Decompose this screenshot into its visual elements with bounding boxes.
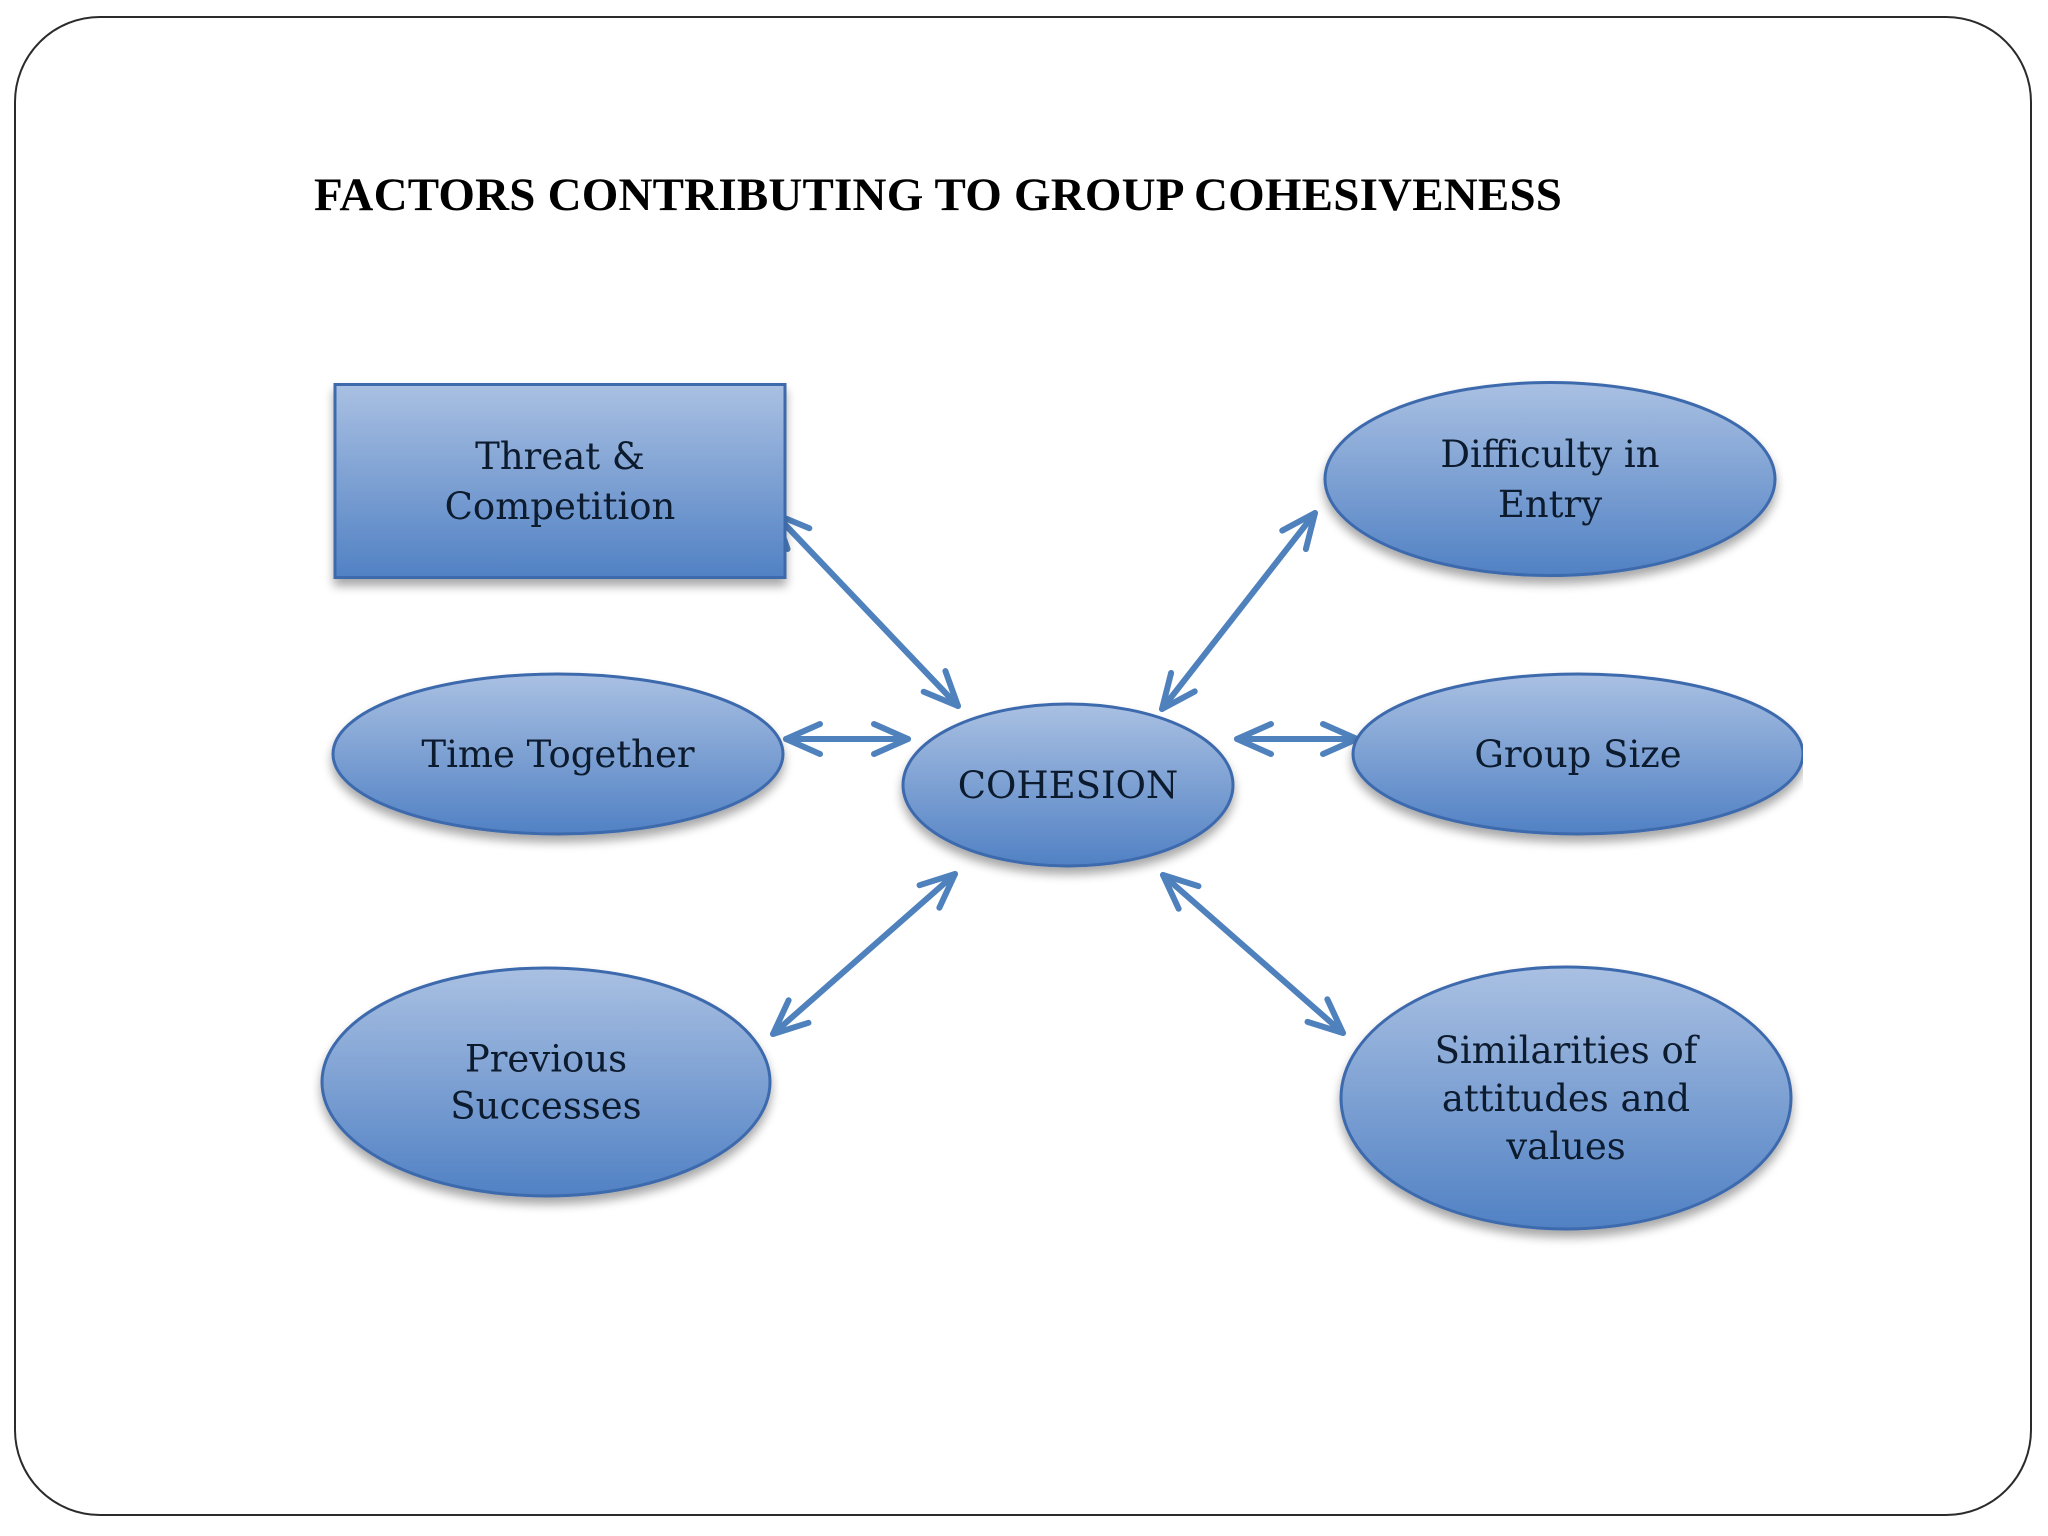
slide-title: FACTORS CONTRIBUTING TO GROUP COHESIVENE… <box>314 169 1563 221</box>
node-label-line: Previous <box>465 1038 627 1081</box>
arrowhead-end <box>871 721 911 757</box>
connector-layer <box>770 510 1360 1037</box>
node-shape <box>1351 672 1803 836</box>
node-shape <box>1323 381 1777 577</box>
arrowhead-start <box>783 721 823 757</box>
arrowhead-end <box>920 668 961 709</box>
arrowhead-start <box>770 997 812 1037</box>
node-label-line: Entry <box>1498 483 1602 526</box>
node-shape <box>901 702 1235 868</box>
arrowhead-end <box>1159 669 1198 712</box>
arrow-similarities-to-cohesion <box>1160 872 1346 1036</box>
arrow-time-together-to-cohesion <box>783 721 911 757</box>
node-shape <box>320 966 772 1198</box>
arrowhead-end <box>916 871 958 911</box>
node-similarities: Similarities of attitudes and values <box>1339 965 1793 1231</box>
node-label-line: COHESION <box>958 764 1179 807</box>
node-label-line: Group Size <box>1474 733 1681 776</box>
node-shape <box>1339 965 1793 1231</box>
arrowhead-end <box>1304 996 1346 1036</box>
arrow-threat-competition-to-cohesion <box>772 511 961 709</box>
node-label-line: Successes <box>450 1085 641 1128</box>
node-label-line: Threat & <box>475 435 645 478</box>
arrowhead-start <box>1234 721 1274 757</box>
arrow-previous-successes-to-cohesion <box>770 871 958 1037</box>
node-threat-competition: Threat & Competition <box>333 383 787 579</box>
arrowhead-start <box>1279 510 1318 553</box>
arrow-shaft <box>770 871 958 1037</box>
node-label-line: attitudes and <box>1442 1077 1690 1120</box>
node-difficulty-in-entry: Difficulty in Entry <box>1323 381 1777 577</box>
arrow-shaft <box>1159 510 1318 712</box>
node-group-size: Group Size <box>1351 672 1803 836</box>
node-cohesion: COHESION <box>901 702 1235 868</box>
arrowhead-start <box>1160 872 1202 912</box>
node-shape <box>333 383 787 579</box>
node-label-line: Difficulty in <box>1440 433 1659 476</box>
arrow-shaft <box>772 511 961 709</box>
node-label-line: Similarities of <box>1435 1029 1700 1072</box>
node-label-line: Time Together <box>421 733 695 776</box>
node-shape <box>331 672 785 836</box>
node-label-line: values <box>1505 1125 1626 1168</box>
node-time-together: Time Together <box>331 672 785 836</box>
arrow-difficulty-in-entry-to-cohesion <box>1159 510 1318 712</box>
node-shape-clip <box>1351 672 1803 836</box>
node-label-line: Competition <box>445 485 676 528</box>
arrow-group-size-to-cohesion <box>1234 721 1360 757</box>
arrow-shaft <box>1160 872 1346 1036</box>
